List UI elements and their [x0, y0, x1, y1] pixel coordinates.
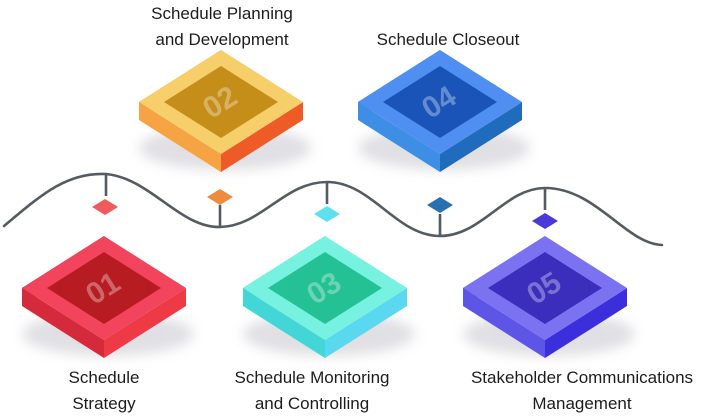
step-label-02-line-2: and Development — [155, 30, 289, 49]
step-tile-01: 01 — [22, 236, 194, 358]
timeline-marker-05 — [532, 213, 558, 229]
step-label-01-line-1: Schedule — [68, 368, 140, 387]
timeline-marker-04 — [427, 197, 453, 213]
step-label-03-line-1: Schedule Monitoring — [234, 368, 390, 387]
timeline-marker-02 — [207, 189, 233, 205]
step-label-05-line-1: Stakeholder Communications — [470, 368, 694, 387]
step-label-05: Stakeholder Communications Management — [438, 365, 726, 417]
step-label-03-line-2: and Controlling — [254, 394, 370, 413]
step-tile-05: 05 — [463, 236, 635, 358]
step-label-02: Schedule Planning and Development — [112, 1, 332, 53]
step-tile-04: 04 — [358, 50, 530, 172]
timeline-marker-03 — [314, 206, 340, 222]
step-label-04-line-1: Schedule Closeout — [376, 30, 520, 49]
step-label-01: Schedule Strategy — [4, 365, 204, 417]
step-tile-02: 02 — [139, 50, 311, 172]
step-label-04: Schedule Closeout — [338, 27, 558, 53]
step-label-02-line-1: Schedule Planning — [151, 4, 293, 23]
timeline-marker-01 — [92, 199, 118, 215]
step-tile-03: 03 — [243, 236, 415, 358]
step-label-01-line-2: Strategy — [72, 394, 136, 413]
step-label-03: Schedule Monitoring and Controlling — [202, 365, 422, 417]
step-label-05-line-2: Management — [532, 394, 632, 413]
